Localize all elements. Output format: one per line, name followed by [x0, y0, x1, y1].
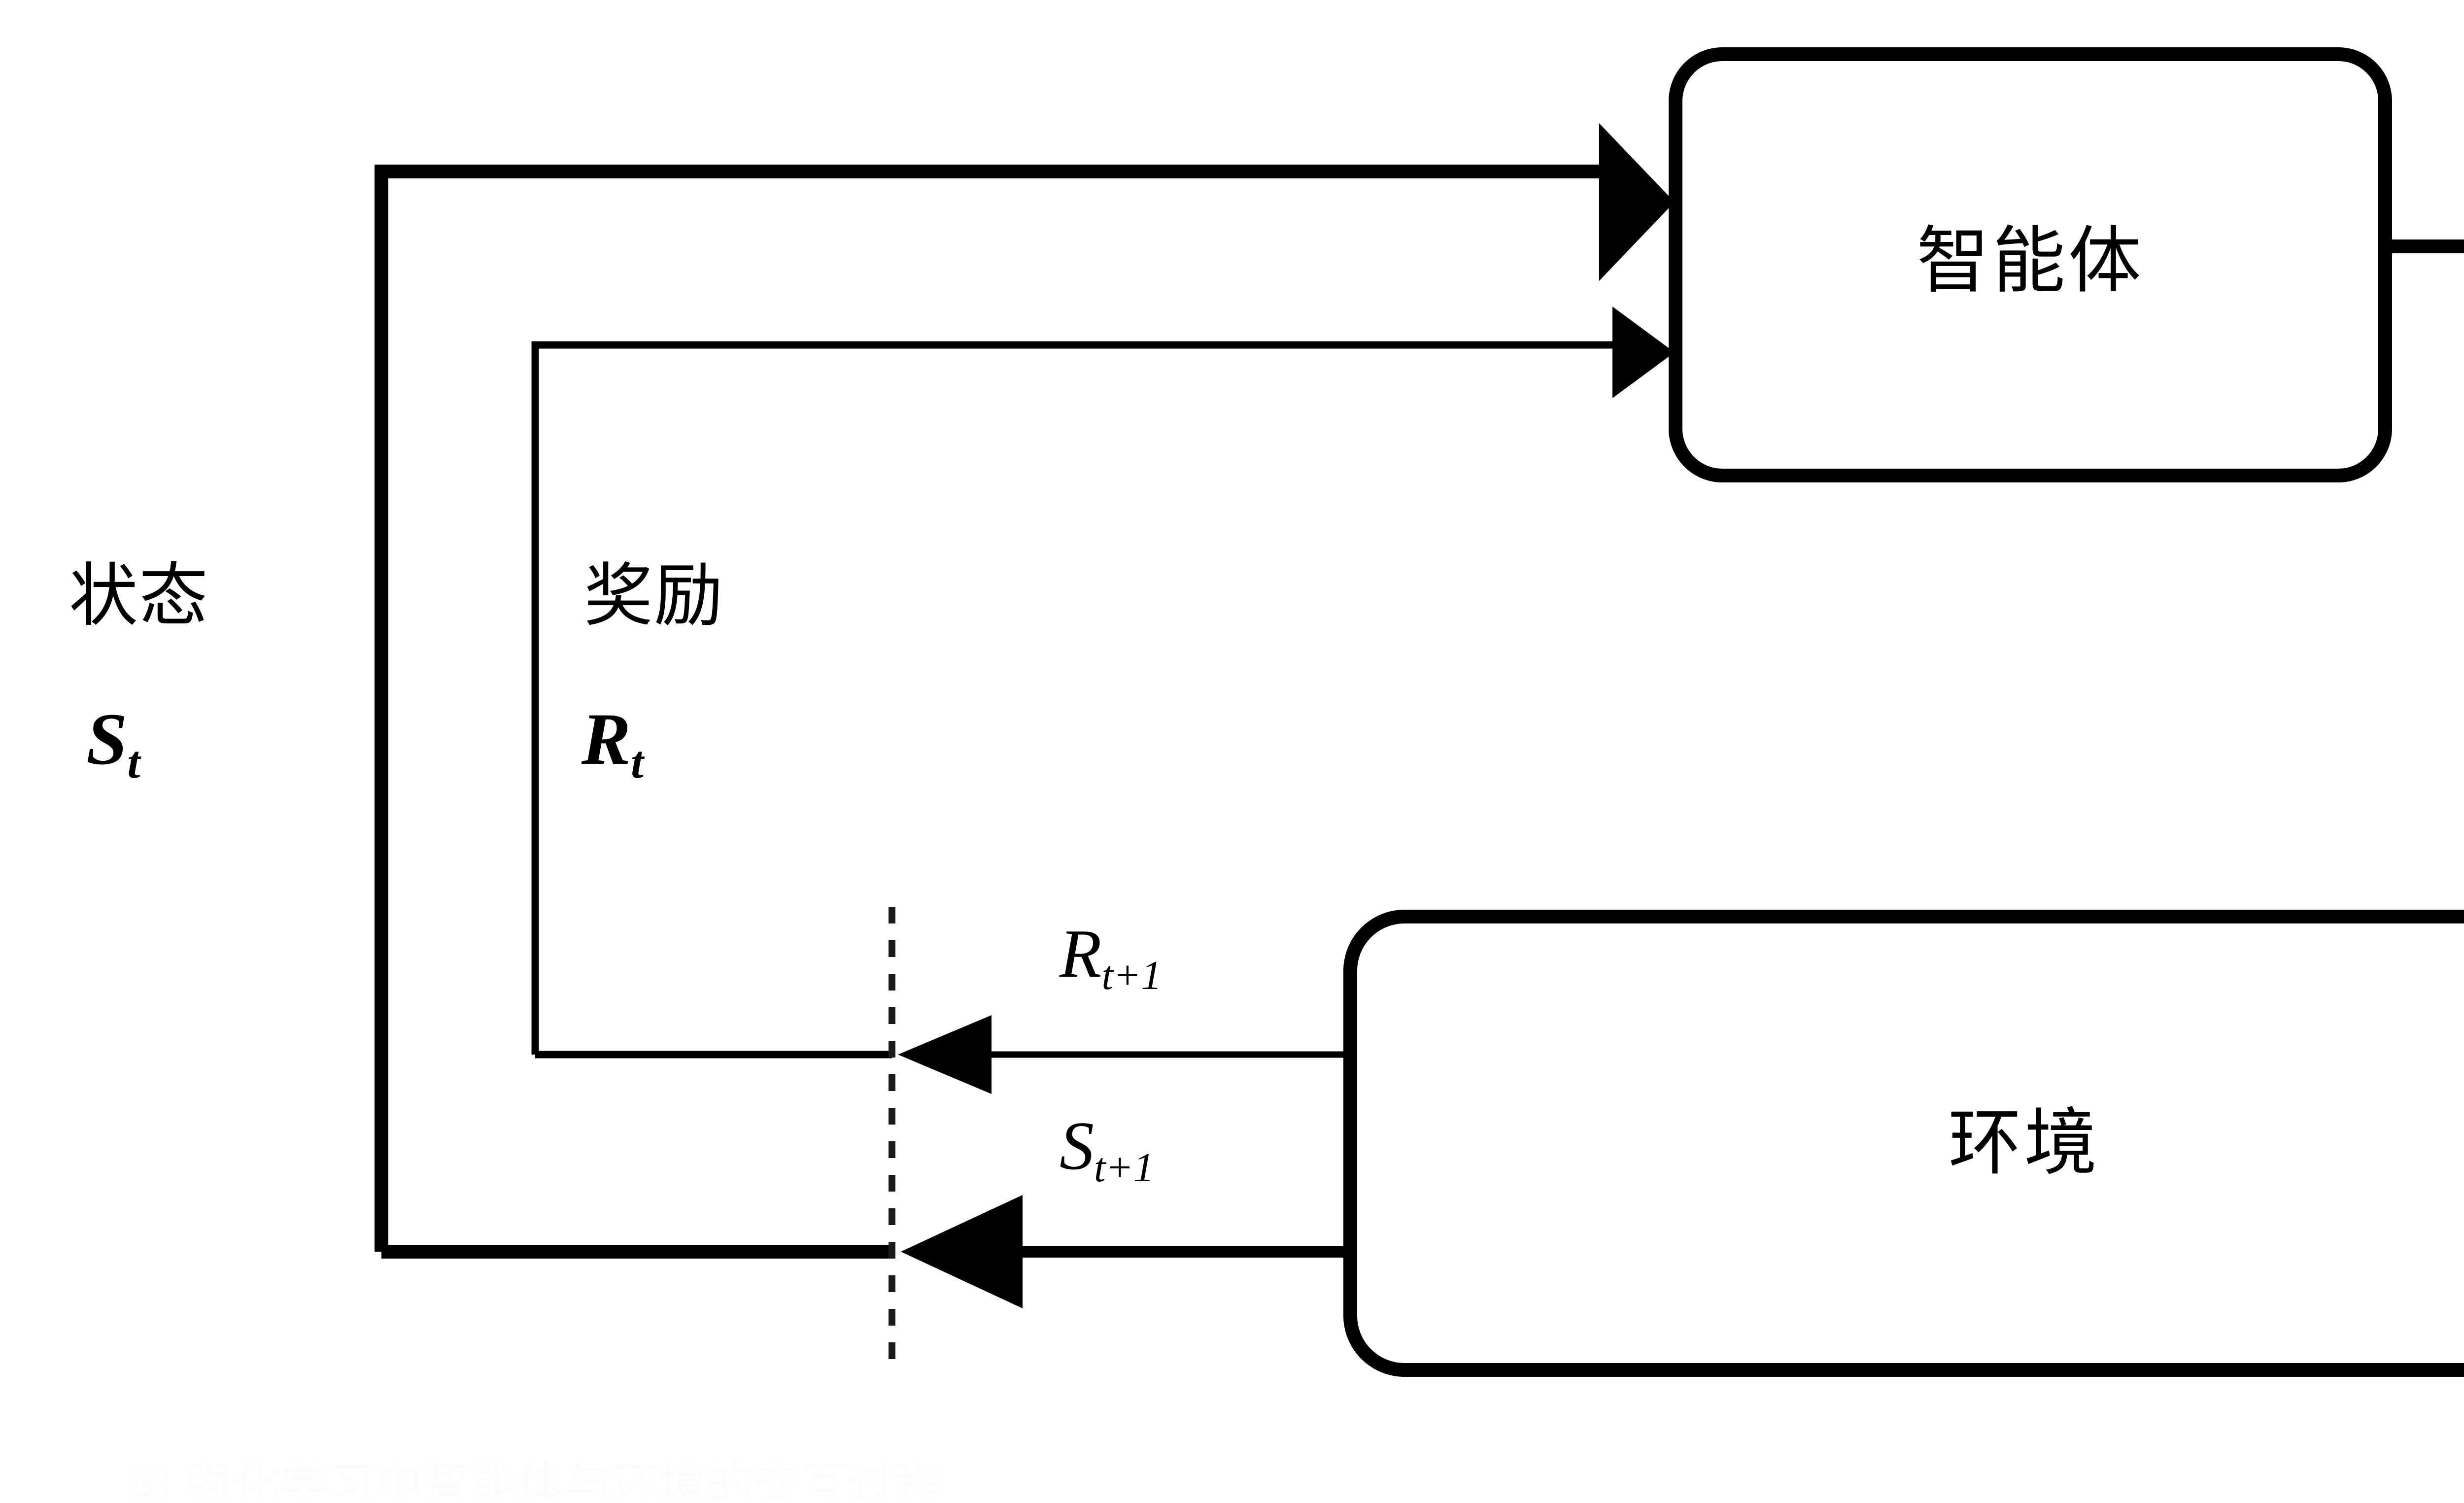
agent-label: 智能体 — [1916, 218, 2144, 303]
next-state-edge-label: St+1 — [1060, 1106, 1154, 1192]
reward-path-line — [531, 341, 1616, 1055]
reward-arrowhead-icon — [1612, 307, 1675, 398]
edge-environment-next-reward — [535, 1015, 1350, 1094]
environment-box[interactable] — [1343, 910, 2464, 1377]
state-label-text: 状态 — [69, 556, 209, 636]
reward-symbol-sub: t — [631, 737, 644, 788]
next-state-base: S — [1060, 1108, 1094, 1184]
reward-label-text: 奖励 — [584, 556, 724, 636]
agent-box[interactable] — [1669, 47, 2392, 482]
state-symbol: St — [86, 702, 140, 786]
edge-environment-next-state — [381, 1195, 1350, 1308]
state-path-line — [375, 165, 1604, 1252]
state-symbol-sub: t — [127, 737, 140, 788]
state-symbol-base: S — [86, 698, 128, 780]
edge-reward-to-agent — [531, 307, 1675, 1055]
next-reward-arrowhead-icon — [898, 1015, 992, 1094]
next-state-sub: t+1 — [1094, 1145, 1155, 1191]
next-reward-sub: t+1 — [1101, 953, 1162, 999]
edge-state-to-agent — [375, 123, 1675, 1252]
reward-symbol-base: R — [582, 698, 631, 780]
next-reward-base: R — [1060, 916, 1102, 992]
environment-label: 环境 — [1948, 1100, 2100, 1185]
reward-symbol: Rt — [582, 702, 644, 786]
state-arrowhead-icon — [1599, 123, 1675, 281]
next-reward-edge-label: Rt+1 — [1060, 914, 1162, 999]
figure-caption: 图 强化学习中智能体与环境的交互过程 — [123, 1458, 943, 1499]
next-state-arrowhead-icon — [901, 1195, 1023, 1308]
